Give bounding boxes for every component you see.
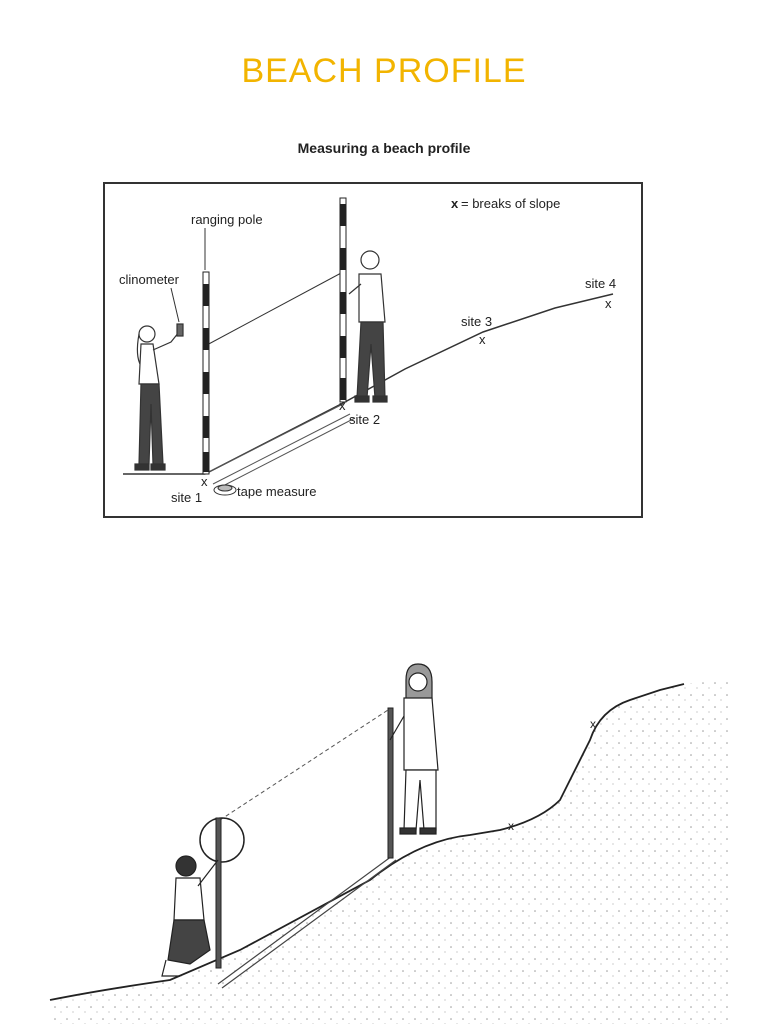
clinometer-leader [170,287,180,323]
sketch-pole-2 [387,707,394,859]
beach-profile-measurement-diagram: x x x x x = breaks of slope ranging pole… [103,182,643,518]
ranging-pole-2 [339,197,347,403]
sketch-break-marker-2: x [590,717,596,731]
page-title: BEACH PROFILE [241,52,527,90]
man-at-pole-figure [348,250,388,403]
sketch-tape-measure [217,855,397,989]
ranging-pole-1 [202,271,210,475]
tape-measure-reel-icon [213,484,237,496]
legend-symbol: x [451,196,459,211]
sighting-line [204,271,344,347]
sketch-clinometer [199,817,245,863]
slope-base-line [204,403,344,475]
tape-measure-label: tape measure [237,484,317,499]
site2-label: site 2 [349,412,380,427]
hill-slope [50,680,730,1024]
sketch-break-marker-1: x [508,819,514,833]
sketch-sighting-line [219,709,389,821]
hill-profile-line [49,683,685,1001]
site4-label: site 4 [585,276,616,291]
standing-figure [389,663,439,835]
sketch-pole-1 [215,817,222,969]
diagram-title: Measuring a beach profile [297,140,471,156]
clinometer-label: clinometer [119,272,180,287]
break-marker-site2: x [339,398,346,413]
break-marker-site1: x [201,474,208,489]
break-marker-site4: x [605,296,612,311]
woman-with-clinometer-figure [134,323,184,471]
site3-label: site 3 [461,314,492,329]
break-marker-site3: x [479,332,486,347]
legend-text: = breaks of slope [461,196,560,211]
site1-label: site 1 [171,490,202,505]
beach-profile-sketch-illustration: x x [40,620,730,1024]
ranging-pole-label: ranging pole [191,212,263,227]
kneeling-figure [161,855,219,977]
tape-measure-line [212,413,356,490]
